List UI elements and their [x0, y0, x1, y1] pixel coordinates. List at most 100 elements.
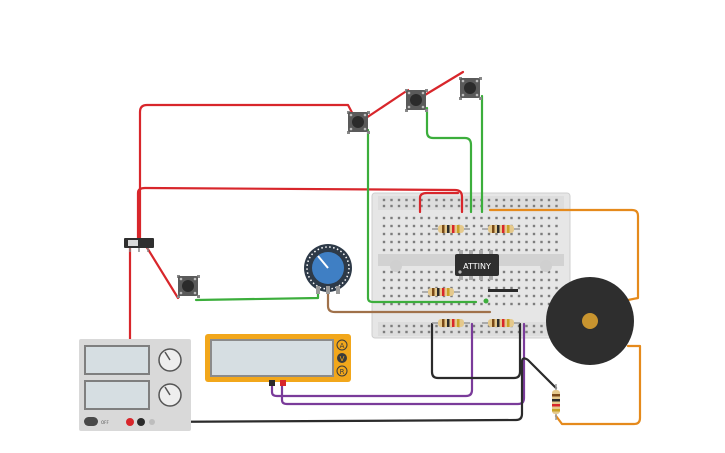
- breadboard-hole[interactable]: [465, 224, 468, 228]
- breadboard-hole[interactable]: [517, 286, 521, 290]
- breadboard-hole[interactable]: [487, 232, 491, 236]
- breadboard-hole[interactable]: [502, 294, 506, 298]
- breadboard-hole[interactable]: [472, 278, 476, 282]
- breadboard-hole[interactable]: [405, 286, 408, 290]
- resistor[interactable]: [432, 225, 470, 233]
- breadboard-hole[interactable]: [472, 204, 476, 208]
- breadboard-hole[interactable]: [525, 330, 528, 334]
- breadboard-hole[interactable]: [412, 240, 416, 244]
- attiny-chip[interactable]: ATTINY: [455, 250, 499, 280]
- breadboard-hole[interactable]: [442, 278, 446, 282]
- breadboard-hole[interactable]: [405, 224, 408, 228]
- breadboard-hole[interactable]: [517, 248, 521, 252]
- breadboard-hole[interactable]: [435, 204, 438, 208]
- breadboard-hole[interactable]: [442, 216, 446, 220]
- breadboard-hole[interactable]: [382, 278, 386, 282]
- breadboard-hole[interactable]: [540, 302, 543, 306]
- breadboard-hole[interactable]: [427, 278, 431, 282]
- breadboard-hole[interactable]: [487, 198, 491, 202]
- breadboard-hole[interactable]: [517, 224, 521, 228]
- resistor[interactable]: [482, 319, 520, 327]
- multimeter-mode-r[interactable]: [336, 365, 348, 377]
- breadboard-hole[interactable]: [457, 286, 461, 290]
- breadboard-hole[interactable]: [427, 216, 431, 220]
- breadboard-hole[interactable]: [450, 204, 453, 208]
- breadboard-hole[interactable]: [540, 248, 543, 252]
- breadboard-hole[interactable]: [457, 232, 461, 236]
- breadboard-hole[interactable]: [532, 302, 536, 306]
- breadboard-hole[interactable]: [502, 204, 506, 208]
- breadboard-hole[interactable]: [510, 294, 513, 298]
- pushbutton-cap[interactable]: [410, 94, 422, 106]
- breadboard-hole[interactable]: [532, 270, 536, 274]
- breadboard-hole[interactable]: [510, 270, 513, 274]
- breadboard-hole[interactable]: [397, 278, 401, 282]
- breadboard-hole[interactable]: [412, 330, 416, 334]
- multimeter-mode-v[interactable]: [337, 353, 347, 363]
- breadboard-hole[interactable]: [465, 294, 468, 298]
- breadboard-hole[interactable]: [390, 232, 393, 236]
- breadboard-hole[interactable]: [427, 248, 431, 252]
- breadboard-hole[interactable]: [427, 324, 431, 328]
- breadboard-hole[interactable]: [382, 330, 386, 334]
- breadboard-hole[interactable]: [472, 324, 476, 328]
- breadboard-hole[interactable]: [547, 198, 551, 202]
- pushbutton-cap[interactable]: [464, 82, 476, 94]
- breadboard-hole[interactable]: [397, 240, 401, 244]
- breadboard-hole[interactable]: [457, 302, 461, 306]
- pushbutton-cap[interactable]: [352, 116, 364, 128]
- breadboard-hole[interactable]: [495, 240, 498, 244]
- switch-slider[interactable]: [128, 240, 138, 246]
- breadboard-hole[interactable]: [382, 224, 386, 228]
- breadboard-hole[interactable]: [450, 278, 453, 282]
- breadboard-hole[interactable]: [412, 204, 416, 208]
- breadboard-hole[interactable]: [487, 216, 491, 220]
- breadboard-hole[interactable]: [525, 204, 528, 208]
- breadboard-hole[interactable]: [382, 324, 386, 328]
- breadboard-hole[interactable]: [502, 232, 506, 236]
- breadboard-hole[interactable]: [420, 286, 423, 290]
- breadboard-hole[interactable]: [390, 294, 393, 298]
- breadboard-hole[interactable]: [457, 330, 461, 334]
- breadboard-hole[interactable]: [420, 330, 423, 334]
- breadboard-hole[interactable]: [555, 204, 558, 208]
- breadboard-hole[interactable]: [420, 302, 423, 306]
- multimeter-mode-a[interactable]: [336, 339, 348, 351]
- breadboard-hole[interactable]: [555, 278, 558, 282]
- breadboard-hole[interactable]: [487, 294, 491, 298]
- breadboard-hole[interactable]: [525, 232, 528, 236]
- multimeter[interactable]: A V R: [205, 334, 351, 386]
- breadboard-hole[interactable]: [487, 302, 491, 306]
- breadboard-hole[interactable]: [547, 248, 551, 252]
- breadboard-hole[interactable]: [420, 278, 423, 282]
- breadboard-hole[interactable]: [435, 224, 438, 228]
- breadboard-hole[interactable]: [412, 302, 416, 306]
- breadboard-hole[interactable]: [555, 224, 558, 228]
- breadboard-hole[interactable]: [420, 198, 423, 202]
- breadboard-hole[interactable]: [465, 248, 468, 252]
- breadboard-hole[interactable]: [547, 224, 551, 228]
- breadboard-hole[interactable]: [502, 270, 506, 274]
- breadboard-hole[interactable]: [457, 204, 461, 208]
- resistor[interactable]: [482, 225, 520, 233]
- breadboard-hole[interactable]: [412, 270, 416, 274]
- breadboard-hole[interactable]: [495, 302, 498, 306]
- breadboard-hole[interactable]: [525, 270, 528, 274]
- breadboard-hole[interactable]: [442, 204, 446, 208]
- multimeter-probe-red[interactable]: [280, 380, 286, 386]
- breadboard-hole[interactable]: [495, 294, 498, 298]
- jumper-black[interactable]: [488, 289, 518, 292]
- breadboard-hole[interactable]: [555, 248, 558, 252]
- breadboard-hole[interactable]: [420, 216, 423, 220]
- breadboard-hole[interactable]: [525, 302, 528, 306]
- breadboard-hole[interactable]: [382, 286, 386, 290]
- breadboard-hole[interactable]: [547, 294, 551, 298]
- breadboard-hole[interactable]: [547, 278, 551, 282]
- breadboard-hole[interactable]: [465, 324, 468, 328]
- breadboard-hole[interactable]: [390, 286, 393, 290]
- breadboard-hole[interactable]: [525, 286, 528, 290]
- breadboard-hole[interactable]: [547, 240, 551, 244]
- breadboard-hole[interactable]: [405, 240, 408, 244]
- pushbutton-1[interactable]: [347, 111, 370, 134]
- breadboard-hole[interactable]: [532, 224, 536, 228]
